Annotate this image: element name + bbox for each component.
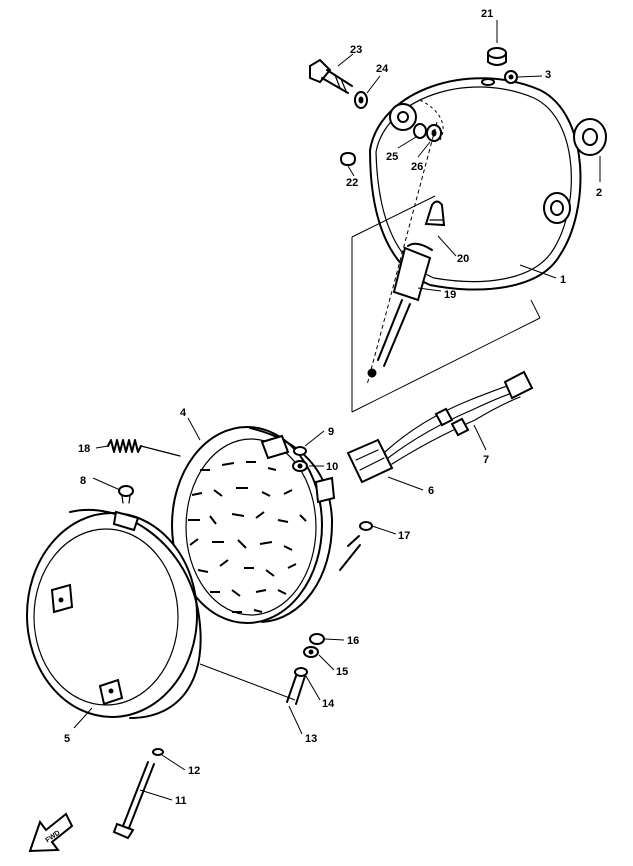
adjuster-hardware-part (286, 521, 373, 705)
callout-11: 11 (175, 795, 187, 807)
socket-connector-part (346, 438, 394, 484)
callout-3: 3 (545, 69, 551, 81)
rim-screw-part (118, 485, 134, 504)
adjusting-spring-part (107, 439, 181, 457)
headlight-rim-part (26, 508, 202, 719)
nut-part (504, 70, 518, 84)
callout-13: 13 (305, 733, 317, 745)
callout-14: 14 (322, 698, 335, 710)
callout-2: 2 (596, 187, 602, 199)
clip-part (339, 151, 357, 167)
callout-26: 26 (411, 161, 423, 173)
lens-screw-part (292, 446, 308, 472)
callout-18: 18 (78, 443, 90, 455)
front-direction-arrow: FWD (28, 812, 74, 853)
callout-5: 5 (64, 733, 70, 745)
callout-22: 22 (346, 177, 358, 189)
callout-12: 12 (188, 765, 200, 777)
ring-washer-part (573, 118, 607, 156)
callout-24: 24 (376, 63, 389, 75)
callout-10: 10 (326, 461, 338, 473)
rubber-plug-part (487, 47, 507, 66)
callout-20: 20 (457, 253, 469, 265)
headlight-lens-unit-part (171, 426, 336, 624)
callout-15: 15 (336, 666, 348, 678)
pilot-bulb-part (424, 200, 446, 227)
callout-7: 7 (483, 454, 489, 466)
leader-lines (73, 20, 601, 801)
callout-labels: 1 2 3 4 5 6 7 8 9 10 11 12 13 14 15 16 1… (64, 8, 602, 807)
callout-16: 16 (347, 635, 359, 647)
callout-6: 6 (428, 485, 434, 497)
small-nut-part (413, 123, 442, 142)
callout-9: 9 (328, 426, 334, 438)
callout-21: 21 (481, 8, 493, 20)
callout-1: 1 (560, 274, 566, 286)
mounting-bolt-part (309, 58, 353, 94)
callout-8: 8 (80, 475, 86, 487)
pilot-socket-part (367, 242, 433, 378)
callout-23: 23 (350, 44, 362, 56)
lens-pattern (188, 461, 307, 613)
callout-19: 19 (444, 289, 456, 301)
callout-4: 4 (180, 407, 187, 419)
callout-17: 17 (398, 530, 410, 542)
callout-25: 25 (386, 151, 398, 163)
assembly-guide-lines (177, 121, 541, 701)
long-screw-part (112, 748, 164, 840)
bolt-washer-part (354, 91, 368, 109)
wire-harness-part (384, 370, 534, 465)
